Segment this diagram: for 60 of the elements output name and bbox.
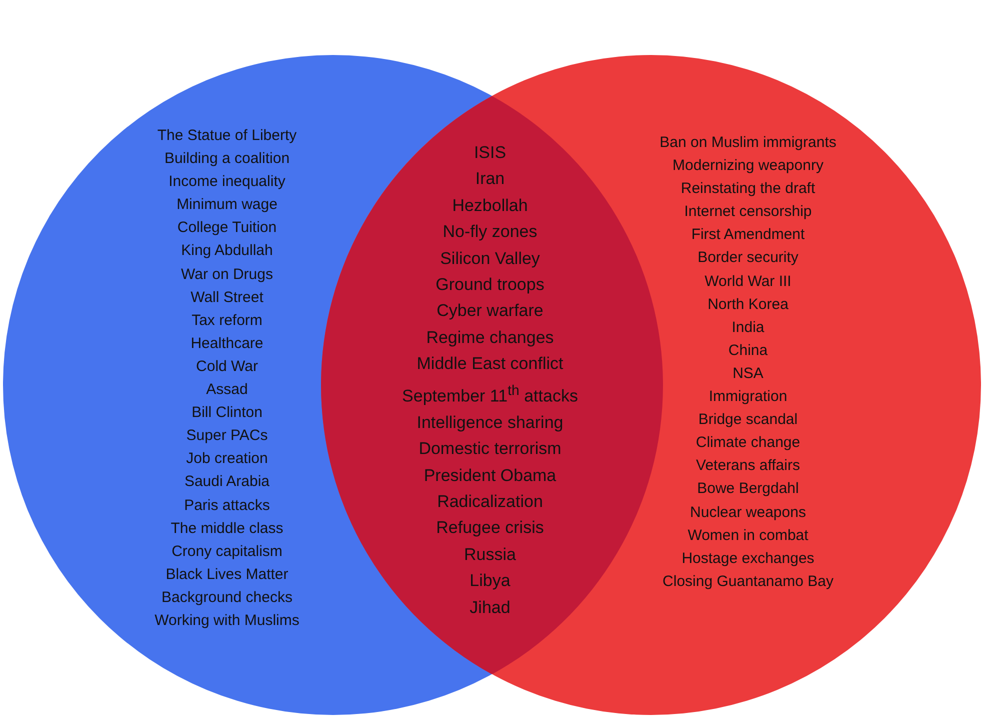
topic-label: Women in combat [688,526,808,546]
topic-label: Healthcare [190,334,264,354]
topic-label: Closing Guantanamo Bay [662,572,834,592]
topic-label: King Abdullah [181,241,273,262]
topic-label: Minimum wage [176,195,278,216]
topic-label: Job creation [186,449,268,470]
topic-label: Super PACs [186,426,268,446]
topic-label: Refugee crisis [436,517,544,540]
topic-label: Silicon Valley [440,248,540,270]
topic-label: The Statue of Liberty [157,126,297,146]
topic-label: No-fly zones [442,221,538,244]
topic-label: Bill Clinton [192,403,262,424]
topic-label: Border security [698,248,798,268]
topic-label: Bowe Bergdahl [697,479,799,500]
topic-label: Bridge scandal [698,410,798,430]
topic-label: Modernizing weaponry [672,156,824,176]
topic-label: College Tuition [177,218,277,238]
topic-label: Reinstating the draft [680,179,816,200]
topic-label: Income inequality [168,172,286,192]
topic-label: First Amendment [691,225,805,246]
topic-label: Jihad [470,596,510,619]
topic-label: Immigration [708,387,788,408]
topic-label: Cold War [196,356,258,377]
topic-label: Radicalization [437,490,543,513]
topic-label: NSA [732,364,764,384]
topic-label: Veterans affairs [696,456,800,476]
topic-label: ISIS [474,142,506,164]
topic-label: Nuclear weapons [690,502,806,522]
topic-label: Intelligence sharing [416,412,564,434]
topic-label: Cyber warfare [436,300,544,322]
topic-label: Hezbollah [452,194,528,217]
topic-label: India [732,318,764,338]
topic-label: September 11$^{th}$ attacks [402,382,578,408]
topic-label: Climate change [696,433,800,454]
topic-label: Hostage exchanges [682,548,814,569]
topic-label: Libya [470,570,510,592]
topic-label: Russia [464,544,516,566]
topic-label: China [728,340,768,361]
topic-label: Background checks [162,588,292,608]
topic-label: Working with Muslims [154,610,300,631]
topic-label: Middle East conflict [416,353,564,376]
topic-label: Wall Street [190,288,264,308]
topic-label: Ground troops [436,274,544,296]
topic-label: Black Lives Matter [166,564,288,585]
topic-label: North Korea [708,294,788,315]
topic-label: Crony capitalism [172,542,282,562]
topic-label: President Obama [424,464,556,487]
topic-label: Tax reform [192,310,262,331]
topic-label: The middle class [170,518,284,539]
topic-label: Assad [206,380,248,400]
topic-label: War on Drugs [181,264,273,285]
topic-label: Saudi Arabia [184,472,270,492]
topic-label: Ban on Muslim immigrants [660,133,836,153]
topic-label: Domestic terrorism [418,438,562,460]
topic-label: Internet censorship [684,202,812,222]
topic-label: Paris attacks [184,496,270,516]
topic-label: World War III [704,272,792,292]
topic-label: Building a coalition [164,149,290,170]
topic-label: Regime changes [426,326,554,349]
topic-label: Iran [475,168,505,190]
